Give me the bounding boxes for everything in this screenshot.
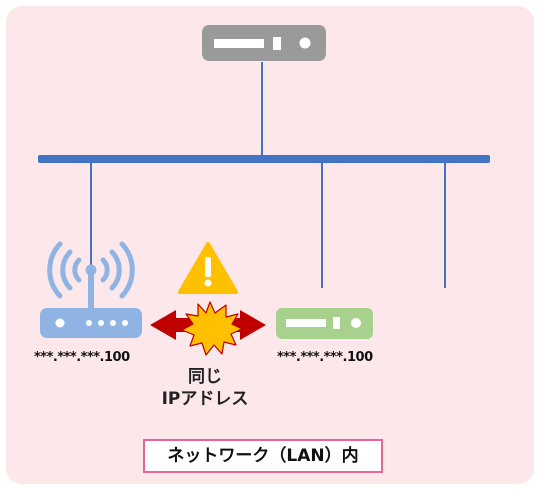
network-label: ネットワーク（LAN）内 — [143, 439, 383, 473]
wifi-router-icon — [40, 241, 142, 338]
warning-icon — [178, 242, 238, 294]
caption-line-2: IPアドレス — [161, 389, 249, 409]
pc-device-icon — [276, 308, 373, 339]
router-ip-label: ***.***.***.100 — [34, 350, 130, 365]
pc-ip-label: ***.***.***.100 — [277, 350, 373, 365]
top-device-icon — [202, 25, 326, 61]
collision-icon — [181, 301, 243, 356]
caption-line-1: 同じ — [188, 367, 222, 387]
conflict-caption: 同じ IPアドレス — [150, 366, 260, 410]
network-bus — [38, 155, 490, 163]
